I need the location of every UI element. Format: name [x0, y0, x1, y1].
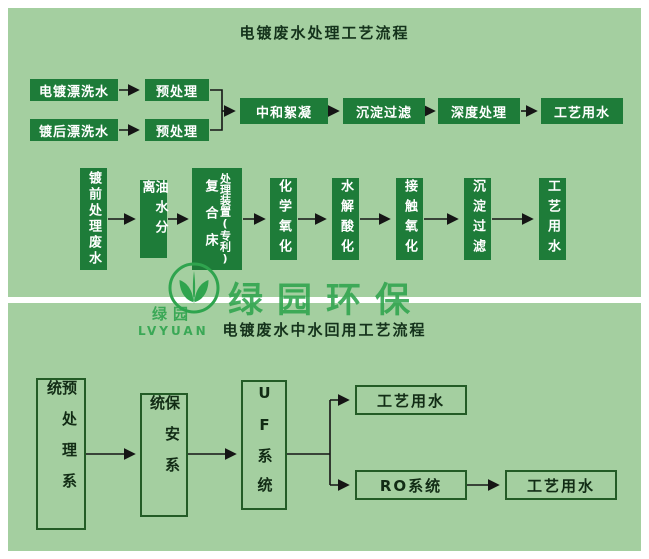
flow-box-hydrolysis-acidification: 水解酸化	[332, 178, 359, 260]
flow-box-label: 保安系统	[148, 395, 181, 488]
bottom-flow-arrows	[86, 394, 500, 491]
flow-box-label-col1: 复合床	[202, 178, 218, 260]
flow-box-pretreatment-system: 预处理系统	[36, 378, 86, 530]
flow-box-composite-bed-device: 复合床 处理装置(专利)	[192, 168, 242, 270]
flow-box-advanced-treatment: 深度处理	[438, 98, 520, 124]
flow-box-label: 预处理系统	[45, 380, 78, 504]
top-chart-title: 电镀废水处理工艺流程	[239, 24, 410, 42]
bottom-chart-title: 电镀废水中水回用工艺流程	[222, 321, 427, 339]
flow-box-pretreatment-2: 预处理	[145, 119, 209, 141]
flow-box-neutralize-flocculate: 中和絮凝	[240, 98, 328, 124]
flow-box-label: 化学氧化	[276, 179, 291, 259]
flow-box-label: 接触氧化	[402, 179, 417, 259]
flow-box-label: 工艺用水	[545, 179, 560, 259]
flow-box-label: 镀前处理废水	[86, 171, 101, 267]
flow-box-process-water-bottom: 工艺用水	[505, 470, 617, 500]
flow-box-label: 油水分离	[139, 180, 168, 240]
flow-box-label: UF系统	[255, 384, 274, 506]
flow-box-uf-system: UF系统	[241, 380, 287, 510]
bottom-flowchart-panel: 电镀废水中水回用工艺流程 预处理系统 保安系统 U	[8, 303, 641, 551]
flow-box-process-water-1: 工艺用水	[541, 98, 623, 124]
flow-box-preplating-wastewater: 镀前处理废水	[80, 168, 107, 270]
flow-box-chemical-oxidation: 化学氧化	[270, 178, 297, 260]
flow-box-pretreatment-1: 预处理	[145, 79, 209, 101]
flow-box-security-filter-system: 保安系统	[140, 393, 188, 517]
flow-box-process-water-2: 工艺用水	[539, 178, 566, 260]
flow-box-ro-system: RO系统	[355, 470, 467, 500]
flow-box-label: 水解酸化	[338, 179, 353, 259]
flow-box-oil-water-separation: 油水分离	[139, 180, 168, 258]
flow-box-label-col2: 处理装置(专利)	[218, 173, 232, 265]
flow-box-label: 沉淀过滤	[470, 179, 485, 259]
flow-box-contact-oxidation: 接触氧化	[396, 178, 423, 260]
flow-box-sediment-filter: 沉淀过滤	[343, 98, 425, 124]
flow-box-rinse-water-1: 电镀漂洗水	[30, 79, 118, 101]
flow-box-process-water-top: 工艺用水	[355, 385, 467, 415]
top-flowchart-panel: 电镀废水处理工艺流程	[8, 8, 641, 297]
flow-box-rinse-water-2: 镀后漂洗水	[30, 119, 118, 141]
flow-box-sediment-filter-2: 沉淀过滤	[464, 178, 491, 260]
